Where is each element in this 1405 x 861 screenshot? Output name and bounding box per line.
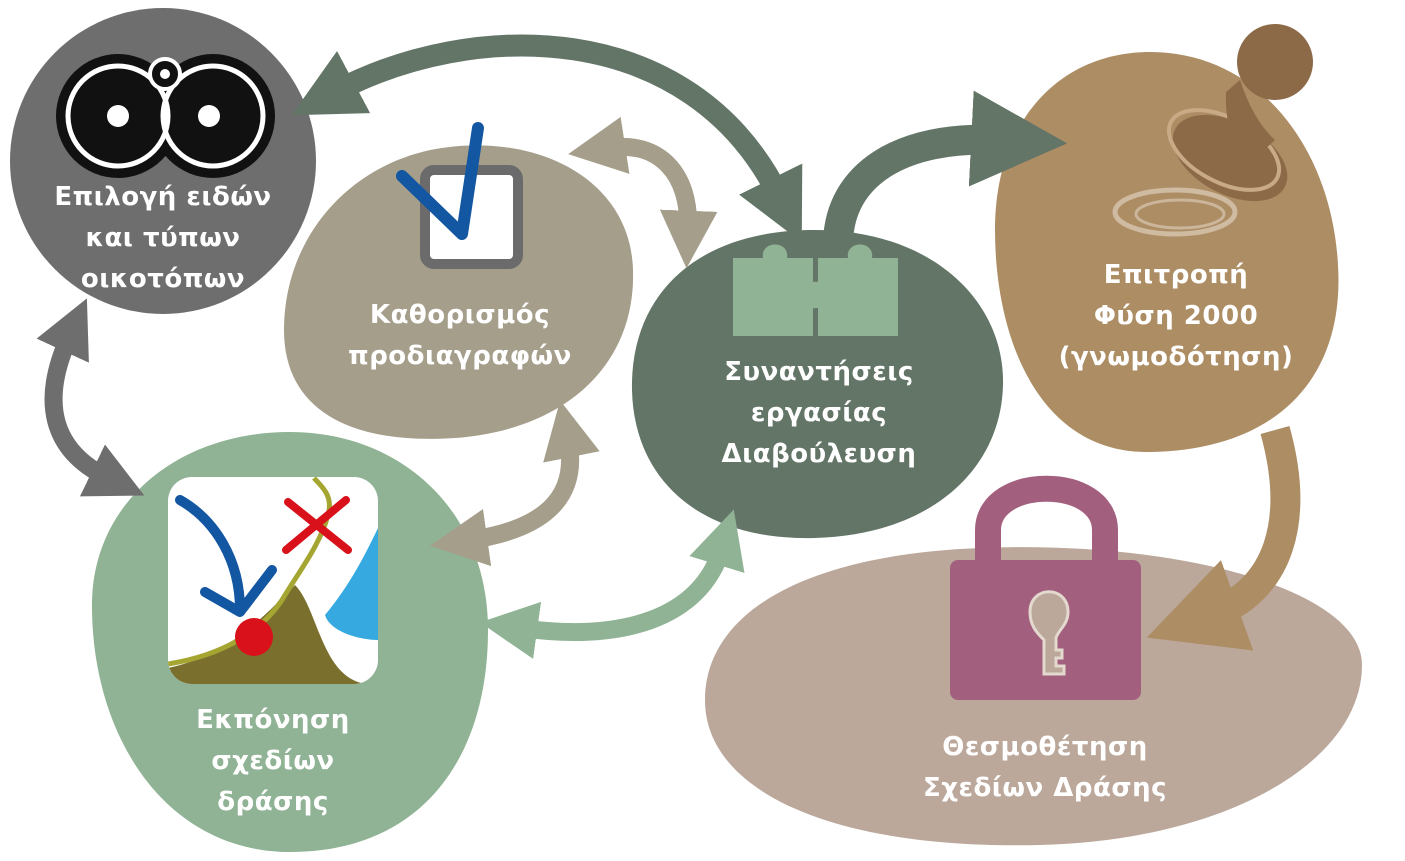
padlock-icon <box>950 475 1141 700</box>
legislation-label: Θεσμοθέτηση Σχεδίων Δράσης <box>922 732 1168 803</box>
arrow-specs-plans <box>430 400 600 567</box>
checkbox-check-icon <box>396 122 523 269</box>
committee-blob <box>995 52 1339 453</box>
meetings-label: Συναντήσεις εργασίας Διαβούλευση <box>721 357 917 469</box>
arrow-species-meetings <box>291 34 803 243</box>
arrow-species-plans <box>36 298 145 497</box>
puzzle-pieces-icon <box>733 244 898 336</box>
arrow-committee-legislation <box>1146 425 1301 651</box>
meetings-blob <box>631 229 1004 539</box>
arrow-meetings-committee <box>823 90 1068 244</box>
binoculars-icon <box>56 54 275 178</box>
arrow-meetings-plans <box>480 509 745 659</box>
species-label: Επιλογή ειδών και τύπων οικοτόπων <box>54 182 272 294</box>
rubber-stamp-icon <box>1112 24 1313 237</box>
arrow-specs-meetings <box>568 116 718 269</box>
plans-label: Εκπόνηση σχεδίων δράσης <box>196 705 350 817</box>
map-route-icon <box>168 477 378 684</box>
specs-label: Καθορισμός προδιαγραφών <box>348 300 572 371</box>
committee-label: Επιτροπή Φύση 2000 (γνωμοδότηση) <box>1058 260 1294 372</box>
